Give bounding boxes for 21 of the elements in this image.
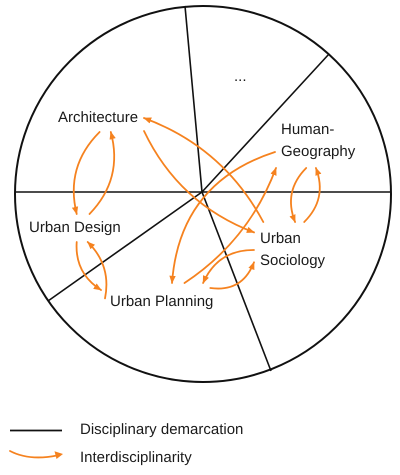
curved-arrow	[88, 131, 116, 215]
discipline-label: Human-Geography	[281, 119, 356, 163]
legend-label: Disciplinary demarcation	[80, 421, 244, 439]
curved-arrow	[143, 130, 255, 234]
discipline-label: Urban Planning	[110, 293, 214, 311]
curved-arrow	[143, 117, 264, 223]
curved-arrow	[76, 241, 102, 291]
curved-arrow	[86, 241, 108, 300]
discipline-label: ...	[234, 68, 247, 86]
curved-arrow	[184, 167, 277, 284]
curved-arrow	[72, 131, 100, 215]
discipline-label: Urban Design	[29, 219, 121, 237]
curved-arrow	[209, 261, 255, 290]
curved-arrow	[303, 167, 322, 223]
discipline-label: Architecture	[58, 109, 138, 127]
legend-label: Interdisciplinarity	[80, 449, 192, 467]
circle-outline	[14, 5, 392, 383]
curved-arrow	[202, 249, 255, 284]
curved-arrow	[290, 167, 308, 223]
discipline-label: Urban Sociology	[260, 228, 326, 272]
curved-arrow	[170, 151, 276, 284]
